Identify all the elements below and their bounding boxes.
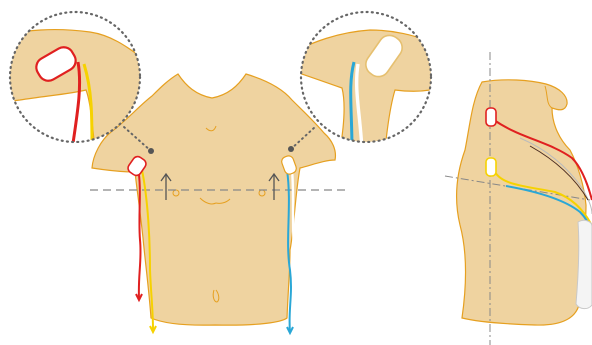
side-recorder bbox=[576, 220, 592, 308]
anchor-dot-left bbox=[148, 148, 154, 154]
side-electrode-upper bbox=[486, 108, 496, 126]
white-lead-front bbox=[292, 170, 294, 250]
anchor-dot-right bbox=[288, 146, 294, 152]
side-view bbox=[445, 52, 592, 345]
side-torso bbox=[457, 80, 586, 325]
side-electrode-lower bbox=[486, 158, 496, 176]
